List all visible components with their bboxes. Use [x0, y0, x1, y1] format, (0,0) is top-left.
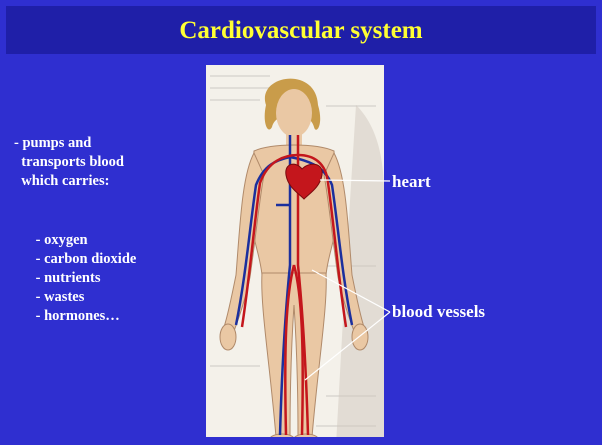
list-item: - oxygen [32, 231, 136, 250]
list-item: - wastes [32, 288, 136, 307]
description-text: - pumps and transports blood which carri… [14, 134, 194, 191]
human-anatomy-illustration [206, 65, 384, 445]
description-line: - pumps and [14, 134, 194, 153]
description-line: which carries: [14, 172, 194, 191]
blood-vessels-label: blood vessels [392, 302, 485, 322]
description-line: transports blood [14, 153, 194, 172]
list-item: - nutrients [32, 269, 136, 288]
slide-title: Cardiovascular system [0, 17, 602, 45]
anatomy-figure [206, 65, 384, 445]
carried-items-list: - oxygen - carbon dioxide - nutrients - … [32, 231, 136, 326]
list-item: - carbon dioxide [32, 250, 136, 269]
heart-label: heart [392, 172, 431, 192]
list-item: - hormones… [32, 307, 136, 326]
bottom-strip [0, 437, 602, 445]
